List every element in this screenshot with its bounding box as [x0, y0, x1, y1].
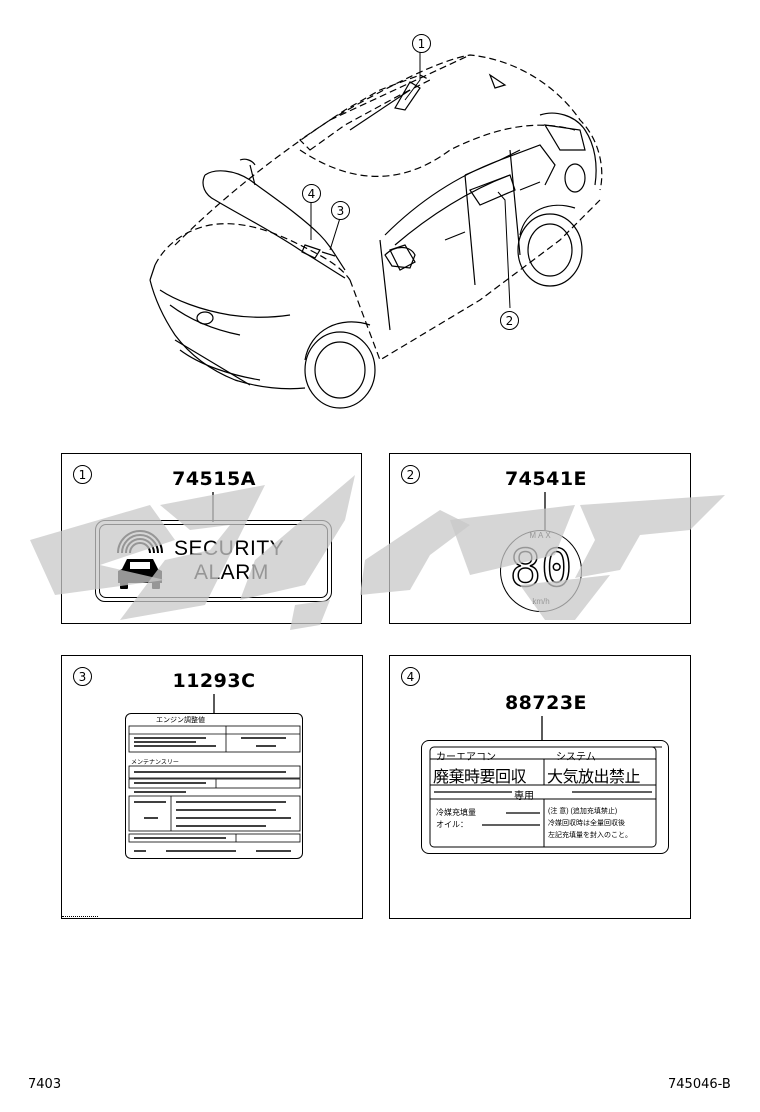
panel-3-leader [213, 694, 215, 713]
vehicle-illustration [149, 52, 603, 409]
panel-3: 3 11293C エンジン調整値 [61, 655, 363, 919]
panel-2-part-number: 74541E [504, 468, 588, 490]
security-label-line2: ALARM [194, 561, 269, 584]
ac-row4-right-b: 冷媒回収時は全量回収後 [548, 820, 625, 827]
security-label-line1: SECURITY [174, 537, 285, 560]
engine-label-header: エンジン調整値 [156, 717, 205, 724]
ac-row4-right-a: (注 意) (追加充填禁止) [548, 808, 618, 815]
callout-1: 1 [412, 34, 431, 53]
panel-4-part-number: 88723E [504, 692, 588, 714]
ac-row3: 専用 [514, 791, 534, 802]
ac-row1-left: カーエアコン [436, 752, 496, 763]
ac-refrigerant-label: カーエアコン システム 廃棄時要回収 大気放出禁止 専用 冷媒充填量 オイル： … [421, 740, 669, 854]
callout-3: 3 [331, 201, 350, 220]
speed-unit: km/h [532, 597, 550, 606]
security-alarm-label: SECURITY ALARM [95, 520, 332, 602]
engine-tuneup-label: エンジン調整値 [125, 713, 303, 859]
panel-2-number: 2 [401, 465, 420, 484]
ac-row4-right-c: 左記充填量を封入のこと。 [548, 832, 632, 839]
panel-2: 2 74541E MAX 80 km/h [389, 453, 691, 624]
ac-row4-left-a: 冷媒充填量 [436, 808, 476, 817]
panel-4-number: 4 [401, 667, 420, 686]
footer-right-code: 745046-B [668, 1077, 731, 1092]
panel-4-leader [541, 716, 543, 740]
callout-4: 4 [302, 184, 321, 203]
ac-row1-right: システム [556, 752, 596, 763]
panel-3-number: 3 [73, 667, 92, 686]
ac-row4-left-b: オイル： [436, 820, 468, 829]
callout-2: 2 [500, 311, 519, 330]
panel-4: 4 88723E カーエアコン システム 廃棄時要回収 [389, 655, 691, 919]
panel-1-part-number: 74515A [172, 468, 256, 490]
footer-left-code: 7403 [28, 1077, 62, 1092]
speed-value: 80 [509, 538, 573, 600]
engine-label-subheader: メンテナンスリー [131, 760, 179, 766]
panel-1: 1 74515A SECURITY ALARM [61, 453, 362, 624]
engine-label-table [128, 725, 301, 852]
panel-3-part-number: 11293C [172, 670, 256, 692]
bottom-left-dots [62, 916, 98, 917]
ac-row2-left: 廃棄時要回収 [433, 767, 527, 786]
car-alarm-icon [117, 530, 163, 589]
speed-limit-label: MAX 80 km/h [500, 530, 582, 612]
panel-1-number: 1 [73, 465, 92, 484]
ac-label-frame [429, 746, 662, 848]
ac-row2-right: 大気放出禁止 [547, 767, 641, 786]
